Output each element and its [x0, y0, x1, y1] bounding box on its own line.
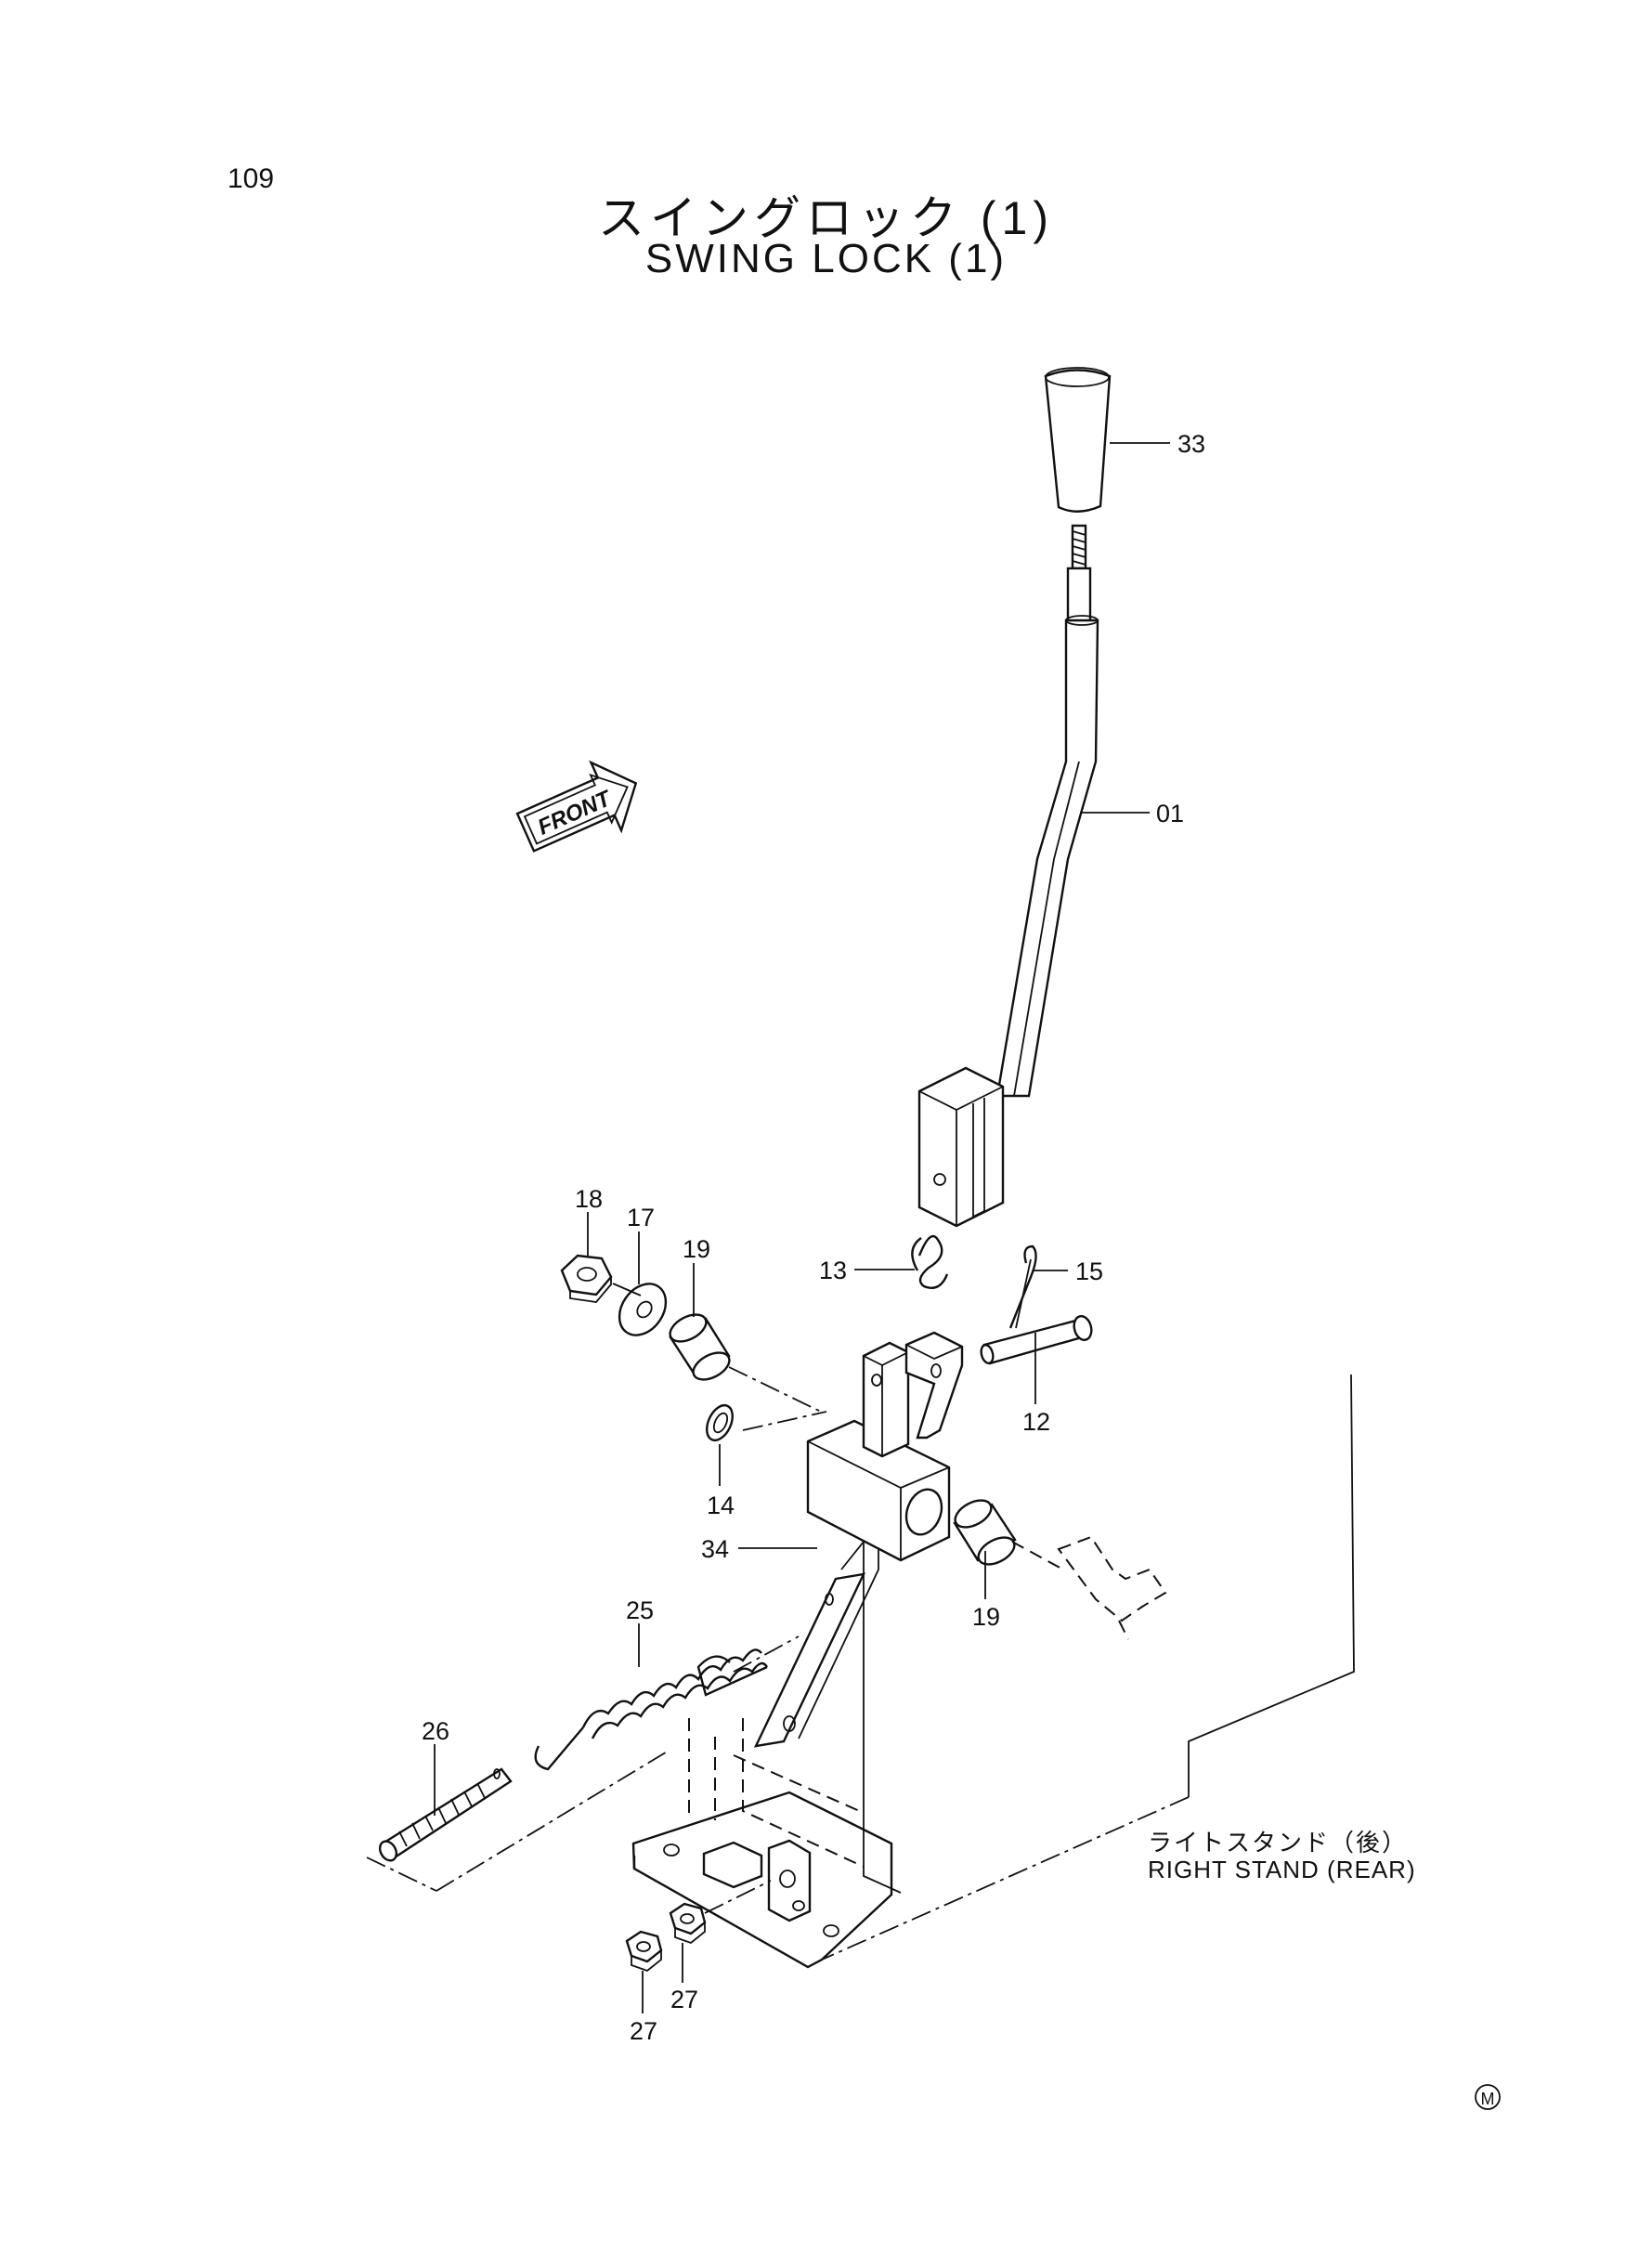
spring-bolt-26 [366, 1750, 670, 1892]
lock-lever-bracket [753, 1331, 964, 1748]
callout-numbers: 33 01 18 17 19 13 15 12 14 34 19 25 26 2… [422, 430, 1205, 2045]
nut-27-left [625, 1930, 663, 1973]
stand-base-plate [631, 1791, 893, 1969]
page-number: 109 [228, 163, 275, 194]
callout-19-upper: 19 [683, 1235, 710, 1263]
callout-25: 25 [626, 1596, 654, 1624]
nut-18 [560, 1254, 613, 1303]
callout-34: 34 [701, 1535, 729, 1563]
callout-17: 17 [627, 1204, 655, 1231]
callout-leaders [434, 442, 1170, 2013]
callout-18: 18 [575, 1185, 603, 1213]
callout-27-right: 27 [670, 1986, 698, 2013]
nut-27-right [669, 1880, 772, 1945]
front-direction-arrow: FRONT [515, 760, 638, 853]
callout-13: 13 [819, 1257, 847, 1284]
right-stand-frame [688, 1374, 1355, 1961]
lever-clevis [917, 1066, 1005, 1228]
cotter-pin-15 [1008, 1244, 1037, 1329]
assembly-lines [612, 1283, 827, 1431]
corner-mark: M [1475, 2084, 1501, 2110]
threaded-end [1066, 524, 1092, 624]
callout-27-left: 27 [630, 2017, 657, 2045]
callout-26: 26 [422, 1717, 449, 1745]
callout-01: 01 [1156, 800, 1184, 827]
bushing-19-upper [669, 1313, 731, 1381]
callout-12: 12 [1022, 1408, 1050, 1436]
callout-33: 33 [1177, 430, 1205, 458]
right-stand-label-japanese: ライトスタンド（後） [1148, 1829, 1409, 1857]
torsion-spring-13 [911, 1234, 949, 1290]
tension-spring-25 [534, 1635, 800, 1771]
title-english: SWING LOCK (1) [644, 236, 1008, 281]
pin-12 [980, 1315, 1093, 1365]
callout-14: 14 [707, 1492, 735, 1519]
lever-rod [995, 615, 1099, 1098]
washer-17 [618, 1283, 668, 1336]
grip-knob [1044, 367, 1112, 513]
mating-part-phantom [1011, 1535, 1167, 1640]
callout-15: 15 [1075, 1257, 1103, 1285]
callout-19-lower: 19 [972, 1603, 1000, 1631]
title-japanese: スイングロック (1) [598, 192, 1054, 244]
washer-14 [706, 1403, 734, 1442]
right-stand-label-english: RIGHT STAND (REAR) [1148, 1856, 1416, 1883]
corner-mark-letter: M [1481, 2090, 1495, 2108]
bushing-19-lower [953, 1499, 1017, 1566]
